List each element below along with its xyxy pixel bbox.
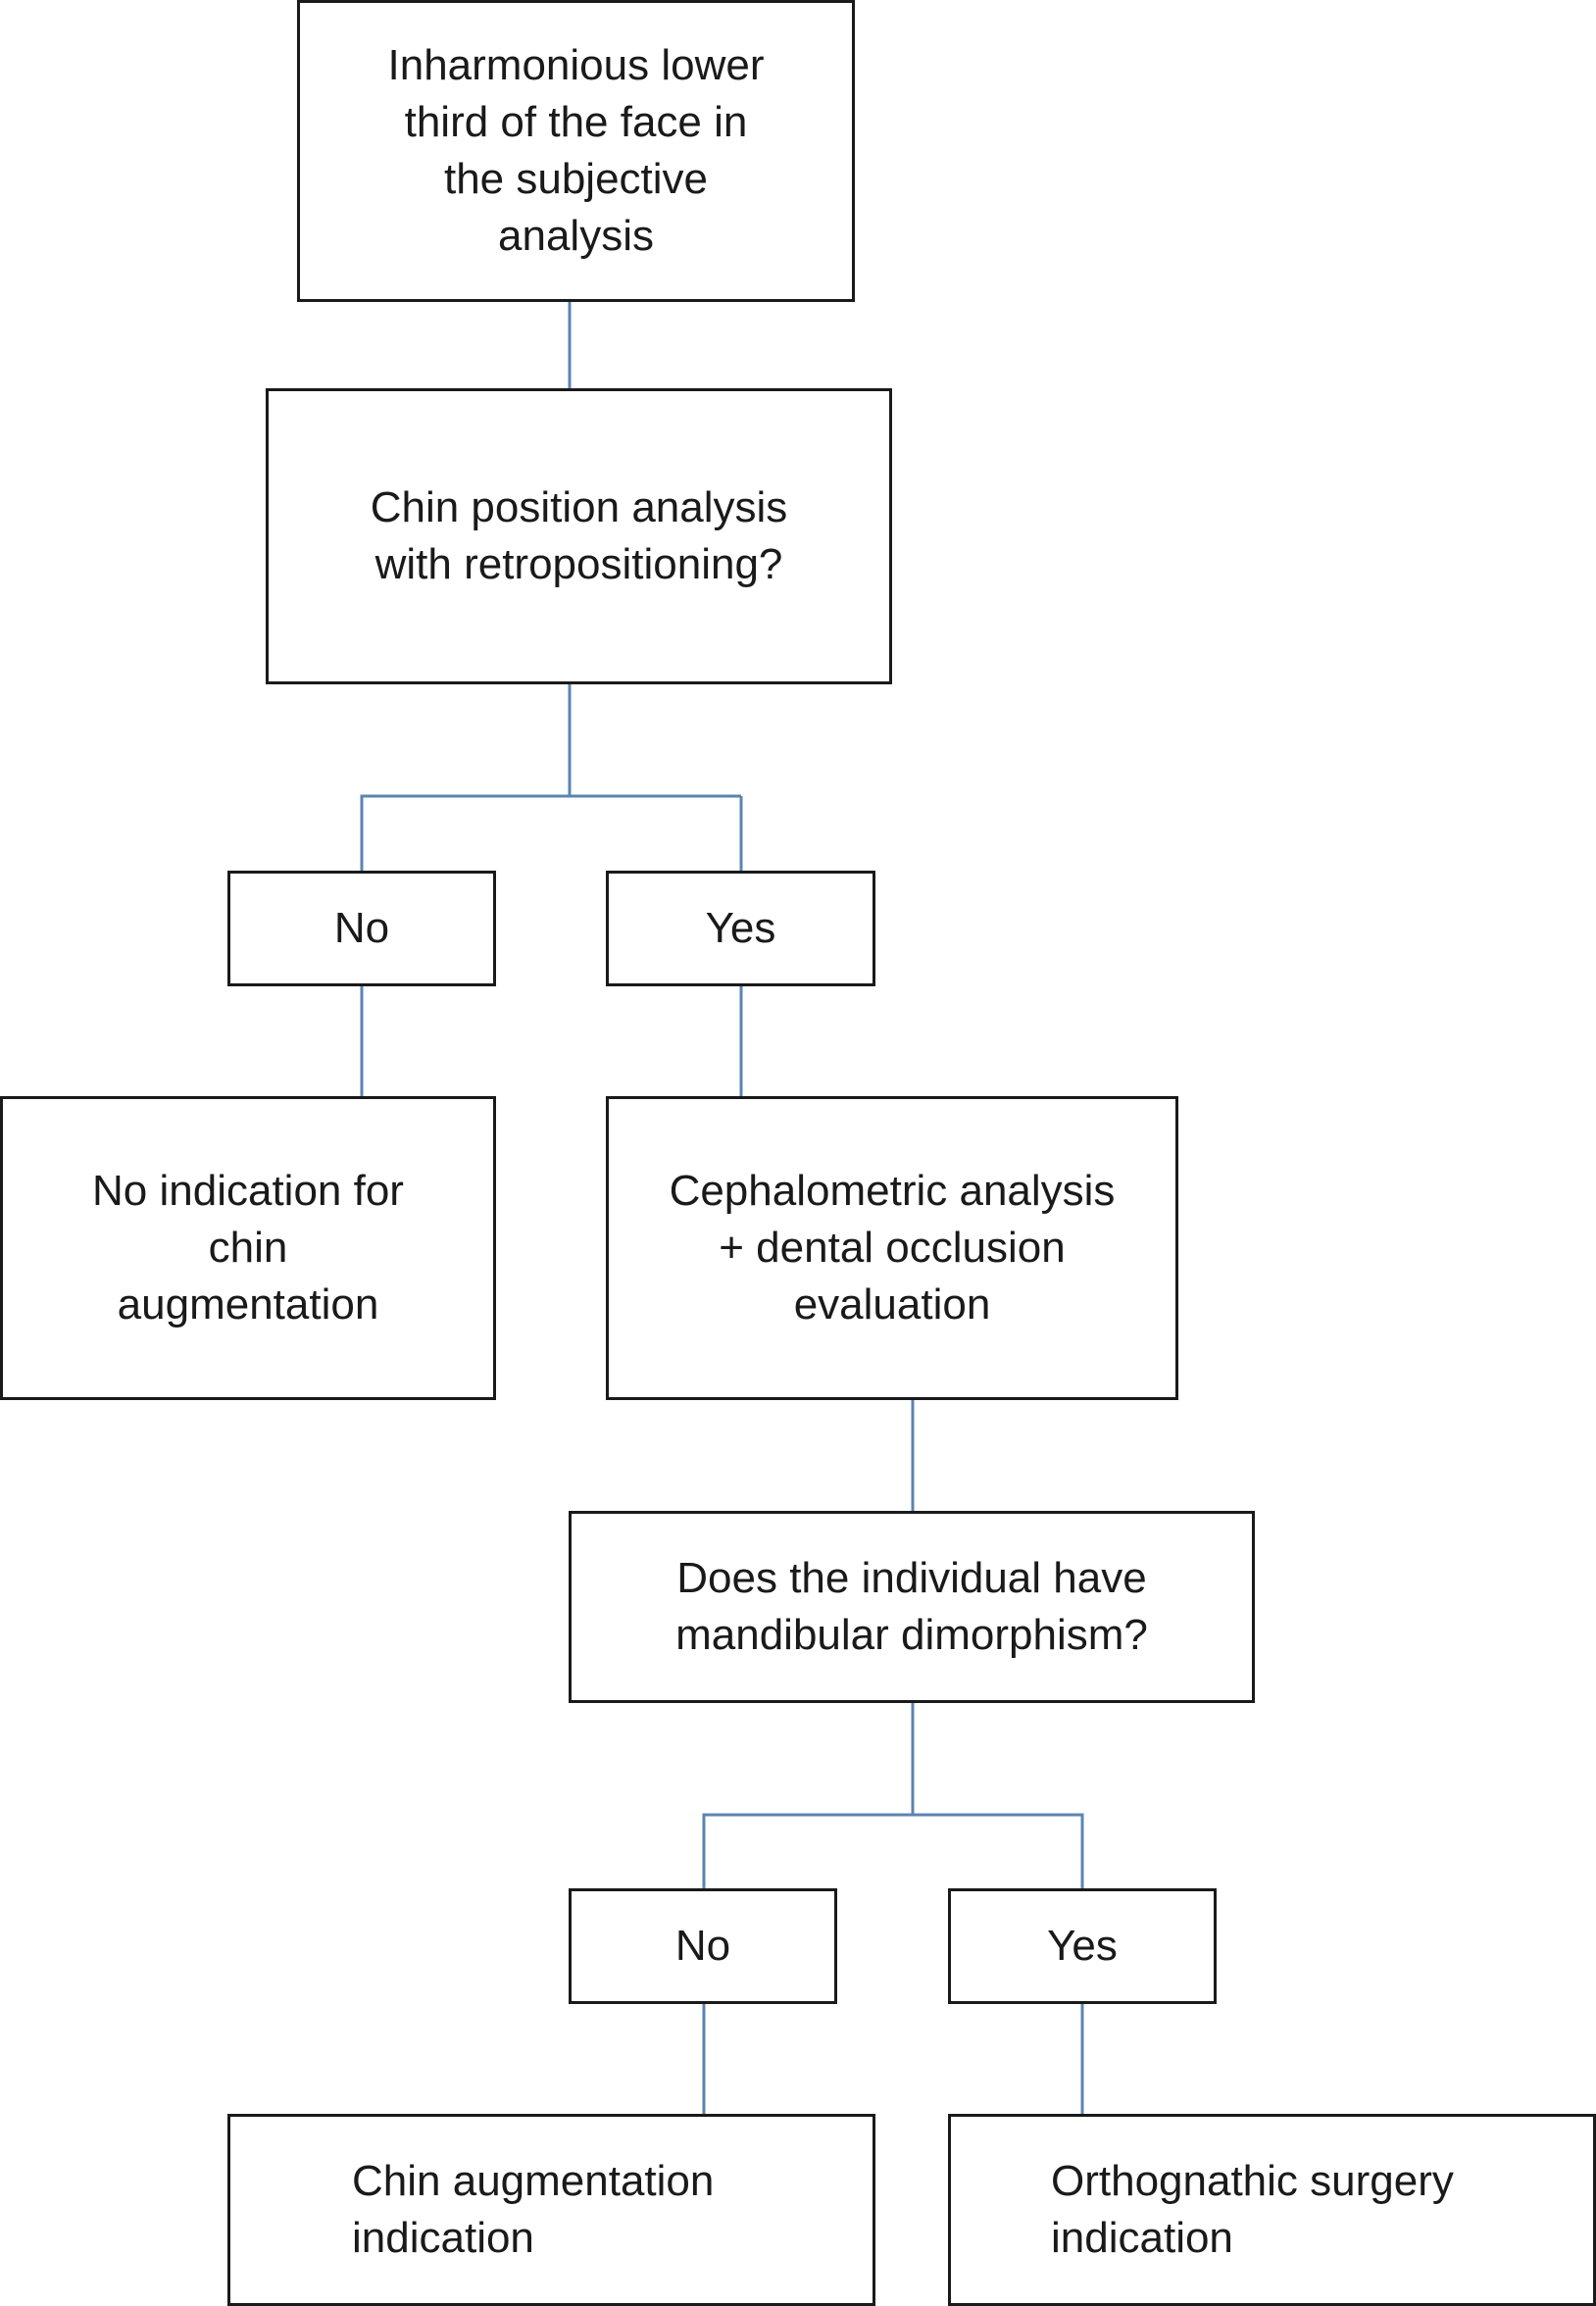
node-yes-2: Yes bbox=[948, 1888, 1217, 2004]
node-no-2: No bbox=[569, 1888, 837, 2004]
connector-chin-branch bbox=[360, 683, 572, 872]
node-chin-position-label: Chin position analysis with retropositio… bbox=[370, 483, 788, 588]
node-start-label: Inharmonious lower third of the face in … bbox=[387, 41, 765, 260]
node-cephalometric: Cephalometric analysis + dental occlusio… bbox=[606, 1096, 1178, 1400]
node-no-1-label: No bbox=[333, 904, 390, 952]
node-no-2-label: No bbox=[674, 1922, 731, 1970]
node-orthognathic: Orthognathic surgery indication bbox=[948, 2114, 1596, 2306]
node-dimorphism-label: Does the individual have mandibular dimo… bbox=[675, 1554, 1148, 1659]
node-chin-augmentation: Chin augmentation indication bbox=[227, 2114, 875, 2306]
connector-dimorphism-branch-yes bbox=[913, 1813, 1084, 1889]
node-no-indication: No indication for chin augmentation bbox=[0, 1096, 496, 1400]
node-no-indication-label: No indication for chin augmentation bbox=[92, 1167, 404, 1328]
node-cephalometric-label: Cephalometric analysis + dental occlusio… bbox=[669, 1167, 1116, 1328]
node-chin-augmentation-label: Chin augmentation indication bbox=[352, 2157, 715, 2262]
node-no-1: No bbox=[227, 871, 496, 986]
node-yes-1: Yes bbox=[606, 871, 875, 986]
node-yes-1-label: Yes bbox=[705, 904, 776, 952]
node-yes-2-label: Yes bbox=[1047, 1922, 1118, 1970]
node-orthognathic-label: Orthognathic surgery indication bbox=[1051, 2157, 1454, 2262]
connector-dimorphism-branch bbox=[702, 1701, 915, 1889]
node-dimorphism-question: Does the individual have mandibular dimo… bbox=[569, 1511, 1255, 1703]
node-chin-position-question: Chin position analysis with retropositio… bbox=[266, 388, 892, 684]
node-start: Inharmonious lower third of the face in … bbox=[297, 0, 855, 302]
